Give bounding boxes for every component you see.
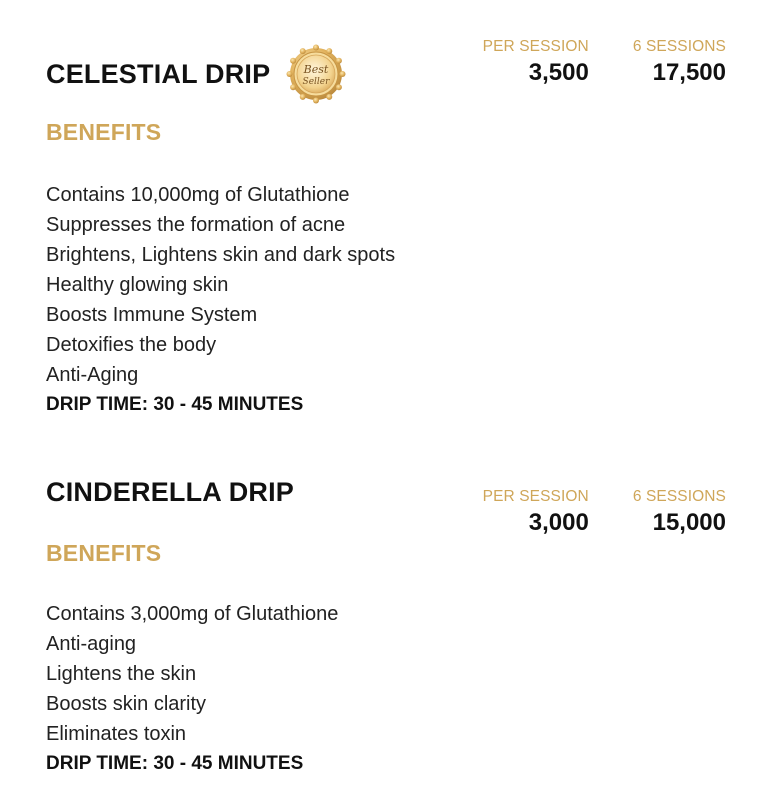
price-label: PER SESSION <box>482 38 589 55</box>
price-group: PER SESSION 3,500 6 SESSIONS 17,500 <box>483 38 726 88</box>
list-item: Eliminates toxin <box>46 723 187 745</box>
drip-time: DRIP TIME: 30 - 45 MINUTES <box>46 753 304 774</box>
benefits-heading: BENEFITS <box>46 540 162 566</box>
price-per-session: PER SESSION 3,000 <box>483 488 589 538</box>
product-title: CINDERELLA DRIP <box>46 476 295 507</box>
list-item: Brightens, Lightens skin and dark spots <box>46 244 396 266</box>
price-value: 3,000 <box>528 509 589 536</box>
badge-line1: Best <box>303 63 329 76</box>
badge-line2: Seller <box>303 77 331 87</box>
list-item: Anti-Aging <box>46 364 139 386</box>
price-group: PER SESSION 3,000 6 SESSIONS 15,000 <box>483 488 726 538</box>
price-label: 6 SESSIONS <box>632 488 726 505</box>
price-six-sessions: 6 SESSIONS 17,500 <box>633 38 726 88</box>
list-item: Suppresses the formation of acne <box>46 214 346 236</box>
product-title-row: CELESTIAL DRIP <box>46 44 346 104</box>
best-seller-badge-graphic: Best Seller <box>286 44 346 104</box>
list-item: Boosts skin clarity <box>46 693 207 715</box>
price-six-sessions: 6 SESSIONS 15,000 <box>633 488 726 538</box>
product-card-celestial-drip: CELESTIAL DRIP <box>46 38 726 415</box>
drip-time: DRIP TIME: 30 - 45 MINUTES <box>46 394 304 415</box>
list-item: Healthy glowing skin <box>46 274 229 296</box>
product-title-row: CINDERELLA DRIP <box>46 476 294 508</box>
benefit-list: Contains 10,000mg of Glutathione Suppres… <box>46 180 395 390</box>
list-item: Contains 10,000mg of Glutathione <box>46 184 350 206</box>
product-card-cinderella-drip: CINDERELLA DRIP PER SESSION 3,000 6 SESS… <box>0 430 768 811</box>
price-label: PER SESSION <box>482 488 589 505</box>
price-per-session: PER SESSION 3,500 <box>483 38 589 88</box>
price-value: 17,500 <box>652 59 726 86</box>
list-item: Detoxifies the body <box>46 334 217 356</box>
price-value: 3,500 <box>528 59 589 86</box>
benefit-list: Contains 3,000mg of Glutathione Anti-agi… <box>46 599 338 749</box>
price-label: 6 SESSIONS <box>632 38 726 55</box>
list-item: Lightens the skin <box>46 663 197 685</box>
best-seller-badge-icon: Best Seller <box>286 44 346 104</box>
benefits-heading: BENEFITS <box>46 119 162 145</box>
list-item: Boosts Immune System <box>46 304 258 326</box>
product-title: CELESTIAL DRIP <box>46 58 271 89</box>
price-value: 15,000 <box>652 509 726 536</box>
list-item: Contains 3,000mg of Glutathione <box>46 603 339 625</box>
list-item: Anti-aging <box>46 633 137 655</box>
